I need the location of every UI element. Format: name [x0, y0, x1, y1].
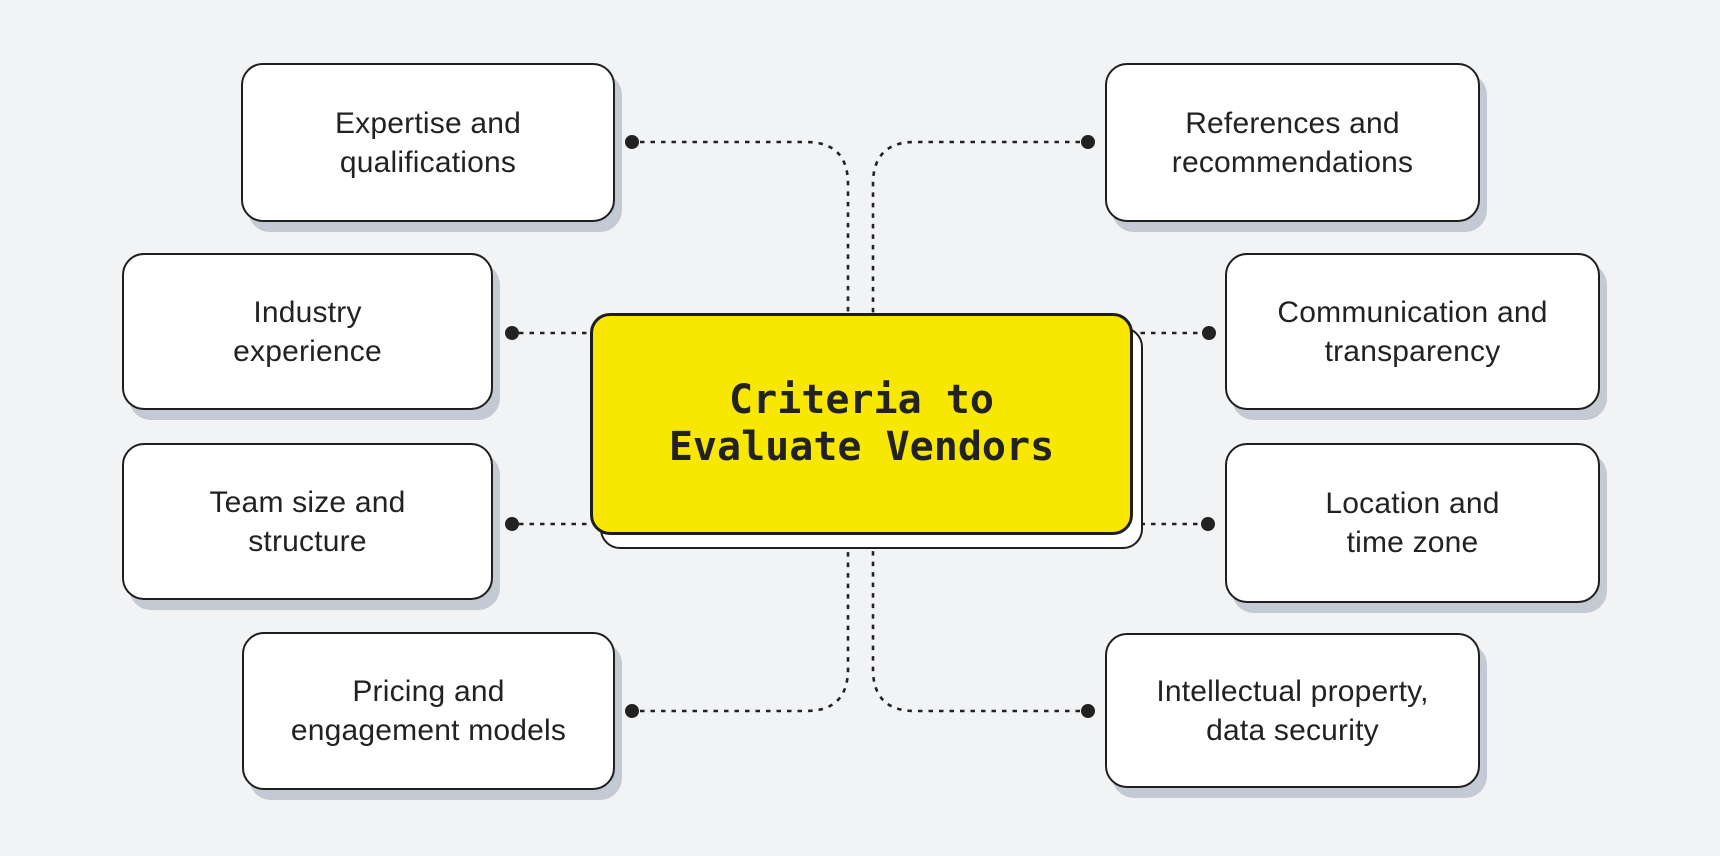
node-industry-experience: Industry experience: [122, 253, 493, 410]
node-label: qualifications: [339, 145, 517, 179]
node-label: structure: [248, 524, 367, 558]
center-node-criteria: Criteria to Evaluate Vendors: [590, 313, 1133, 535]
node-label: Team size and: [209, 485, 406, 519]
connector-expertise: [640, 140, 850, 318]
center-node-label: Criteria to: [729, 377, 994, 423]
node-label: References and: [1185, 106, 1400, 140]
node-expertise-qualifications: Expertise and qualifications: [241, 63, 615, 222]
node-label: experience: [233, 334, 382, 368]
connector-dot-pricing: [625, 704, 639, 718]
node-label: Expertise and: [334, 106, 522, 140]
node-pricing-engagement-models: Pricing and engagement models: [242, 632, 615, 790]
node-label: Intellectual property,: [1156, 674, 1429, 708]
node-label: time zone: [1346, 526, 1479, 559]
connector-dot-industry: [505, 326, 519, 340]
node-label: Communication and: [1277, 295, 1548, 329]
node-label: Location and: [1325, 487, 1500, 520]
node-label: transparency: [1324, 334, 1501, 368]
node-label: Pricing and: [352, 675, 505, 708]
node-team-size-structure: Team size and structure: [122, 443, 493, 600]
node-intellectual-property-data-security: Intellectual property, data security: [1105, 633, 1480, 788]
center-node-stack: Criteria to Evaluate Vendors: [590, 313, 1143, 549]
connector-dot-communication: [1202, 326, 1216, 340]
node-communication-transparency: Communication and transparency: [1225, 253, 1600, 410]
connector-dot-team-size: [505, 517, 519, 531]
node-label: recommendations: [1171, 145, 1414, 179]
node-label: data security: [1206, 713, 1379, 747]
center-node-label: Evaluate Vendors: [668, 424, 1055, 470]
node-location-time-zone: Location and time zone: [1225, 443, 1600, 603]
connector-dot-expertise: [625, 135, 639, 149]
connector-references: [871, 140, 1080, 318]
node-label: engagement models: [290, 714, 567, 747]
connector-dot-location: [1201, 517, 1215, 531]
connector-dot-references: [1081, 135, 1095, 149]
connector-pricing: [640, 540, 850, 713]
connector-dot-intellectual: [1081, 704, 1095, 718]
node-references-recommendations: References and recommendations: [1105, 63, 1480, 222]
connector-intellectual: [871, 540, 1080, 713]
node-label: Industry: [253, 295, 362, 329]
